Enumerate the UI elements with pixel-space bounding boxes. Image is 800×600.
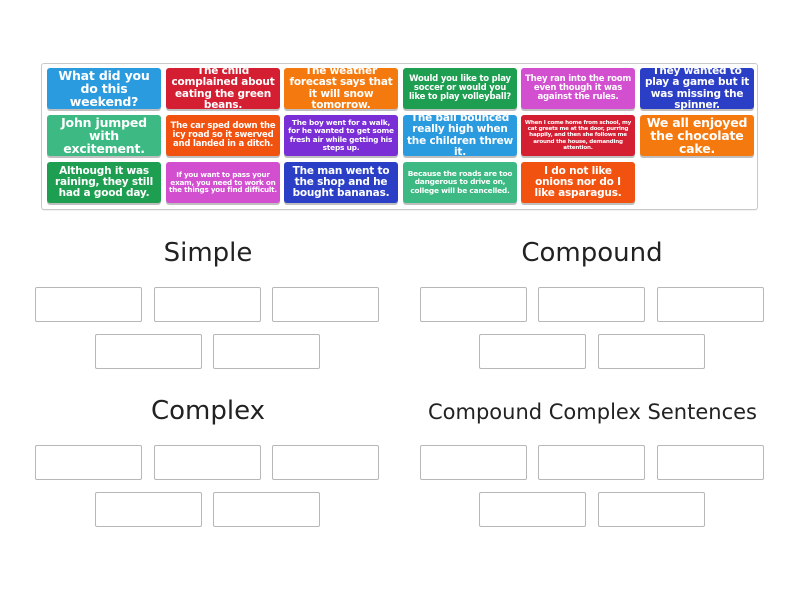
drop-slot-simple[interactable] <box>272 287 379 322</box>
drop-slot-simple[interactable] <box>213 334 320 369</box>
drop-slot-complex[interactable] <box>272 445 379 480</box>
drop-slot-compound[interactable] <box>598 334 705 369</box>
group-title-complex: Complex <box>150 396 266 426</box>
tile-pool: What did you do this weekend? The child … <box>41 63 758 210</box>
sentence-tile[interactable]: The weather forecast says that it will s… <box>284 66 398 110</box>
drop-slot-compound-complex[interactable] <box>479 492 586 527</box>
drop-slot-simple[interactable] <box>35 287 142 322</box>
sentence-tile[interactable]: If you want to pass your exam, you need … <box>166 162 280 203</box>
sentence-tile[interactable]: The man went to the shop and he bought b… <box>284 162 398 203</box>
sentence-tile[interactable]: They ran into the room even though it wa… <box>521 68 635 109</box>
group-title-compound: Compound <box>521 238 663 268</box>
drop-slot-compound-complex[interactable] <box>598 492 705 527</box>
drop-slot-simple[interactable] <box>154 287 261 322</box>
sentence-tile[interactable]: Although it was raining, they still had … <box>47 162 161 203</box>
drop-slot-simple[interactable] <box>95 334 202 369</box>
sentence-tile[interactable]: What did you do this weekend? <box>47 68 161 109</box>
drop-slot-compound-complex[interactable] <box>420 445 527 480</box>
sentence-tile[interactable]: The ball bounced really high when the ch… <box>403 113 517 157</box>
sentence-tile[interactable]: Would you like to play soccer or would y… <box>403 68 517 109</box>
sentence-tile[interactable]: Because the roads are too dangerous to d… <box>403 162 517 203</box>
drop-slot-complex[interactable] <box>154 445 261 480</box>
sentence-tile[interactable]: We all enjoyed the chocolate cake. <box>640 115 754 156</box>
sentence-tile[interactable]: I do not like onions nor do I like aspar… <box>521 162 635 203</box>
drop-slot-compound-complex[interactable] <box>657 445 764 480</box>
sentence-tile[interactable]: The car sped down the icy road so it swe… <box>166 115 280 156</box>
sentence-tile[interactable]: When I come home from school, my cat gre… <box>521 115 635 156</box>
drop-slot-complex[interactable] <box>213 492 320 527</box>
drop-slot-complex[interactable] <box>35 445 142 480</box>
drop-slot-compound[interactable] <box>538 287 645 322</box>
sentence-tile[interactable]: The child complained about eating the gr… <box>166 66 280 110</box>
group-title-compound-complex: Compound Complex Sentences <box>428 400 757 424</box>
drop-slot-complex[interactable] <box>95 492 202 527</box>
drop-slot-compound[interactable] <box>420 287 527 322</box>
group-title-simple: Simple <box>163 238 253 268</box>
drop-slot-compound[interactable] <box>479 334 586 369</box>
sentence-tile[interactable]: John jumped with excitement. <box>47 115 161 156</box>
sentence-tile[interactable]: They wanted to play a game but it was mi… <box>640 66 754 110</box>
drop-slot-compound-complex[interactable] <box>538 445 645 480</box>
drop-slot-compound[interactable] <box>657 287 764 322</box>
sentence-tile[interactable]: The boy went for a walk, for he wanted t… <box>284 115 398 156</box>
